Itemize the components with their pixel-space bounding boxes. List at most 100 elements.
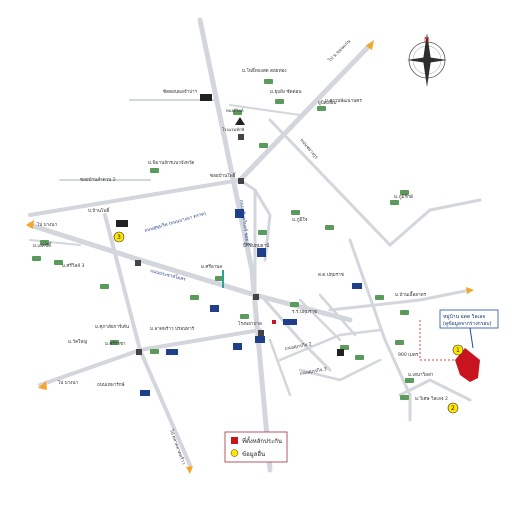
label-left-mid1: ม.พิมานจักรแนวจังหวัด bbox=[148, 159, 194, 166]
traffic-light-icon bbox=[135, 260, 141, 266]
road-grid-6 bbox=[298, 358, 382, 382]
teal-marker bbox=[222, 270, 224, 288]
temple-icon bbox=[235, 117, 245, 125]
poi-house-icon bbox=[150, 349, 159, 354]
poi-house-icon bbox=[405, 378, 414, 383]
legend-marker-swatch bbox=[230, 449, 239, 457]
poi-house-icon bbox=[215, 276, 224, 281]
building-icon bbox=[337, 349, 344, 356]
label-left-bottom-1: ม.ศรีราชา bbox=[105, 340, 126, 347]
road-sukhumvit bbox=[27, 222, 353, 323]
poi-house-icon bbox=[400, 190, 409, 195]
label-bottom-left-2: ไป บางนา bbox=[36, 221, 58, 228]
building-icon bbox=[233, 343, 242, 350]
road-left-upper bbox=[28, 178, 242, 217]
callout-line-2: (ดูข้อมูลจากร่างกรอบ) bbox=[443, 320, 492, 327]
road-grid-4 bbox=[278, 328, 382, 362]
road-top-mid-branch bbox=[229, 104, 301, 116]
poi-house-icon bbox=[259, 143, 268, 148]
road-right-3 bbox=[348, 238, 412, 397]
road-right-1 bbox=[328, 288, 472, 312]
label-hospital: โรงพยาบาล bbox=[238, 320, 262, 327]
label-center-6: ม.ศุภาลัยการ์เด้น bbox=[95, 323, 130, 330]
poi-house-icon bbox=[100, 284, 109, 289]
poi-house-icon bbox=[190, 295, 199, 300]
poi-house-icon bbox=[375, 295, 384, 300]
marker-1-label: 1 bbox=[456, 347, 460, 354]
poi-house-icon bbox=[150, 168, 159, 173]
marker-3-icon bbox=[113, 231, 125, 243]
poi-house-icon bbox=[390, 200, 399, 205]
traffic-light-icon bbox=[238, 134, 244, 140]
label-left-bottom-2: ม.วัดใหญ่ bbox=[68, 338, 87, 345]
poi-house-icon bbox=[325, 225, 334, 230]
map-labels: ไป ม.ขอนแก่น ซัดดอนพลจำปาฯ ทองดีวิลล์ ม.… bbox=[33, 37, 448, 466]
building-icon bbox=[116, 220, 128, 227]
label-top-mid4: ยูบิลเลี่ยม bbox=[318, 99, 337, 106]
label-bottom-right-2: ม.วิเศษ วิลเลจ 2 bbox=[415, 396, 448, 402]
label-bottom-left-1: ไป บางนา bbox=[57, 379, 79, 386]
poi-house-icon bbox=[40, 240, 49, 245]
marker-2-label: 2 bbox=[451, 405, 455, 412]
legend-marker-label: ข้อมูลอื่น bbox=[242, 450, 265, 458]
label-center-road: ถนนศุภรกิจ 2 bbox=[284, 341, 312, 352]
traffic-light-icon bbox=[238, 178, 244, 184]
poi-house-icon bbox=[240, 314, 249, 319]
poi-house-icon bbox=[290, 302, 299, 307]
road-left-short-2 bbox=[29, 239, 81, 246]
building-icon bbox=[166, 349, 178, 355]
poi-house-icon bbox=[317, 106, 326, 111]
poi-house-icon bbox=[32, 256, 41, 261]
poi-house-icon bbox=[340, 345, 349, 350]
legend-box: ที่ตั้งหลักประกัน ข้อมูลอื่น bbox=[224, 431, 288, 463]
traffic-lights bbox=[135, 134, 264, 355]
building-icon bbox=[140, 390, 150, 396]
road-grid-5 bbox=[268, 338, 292, 397]
poi-house-icon bbox=[110, 340, 119, 345]
label-top-right-road: ไป ม.ขอนแก่น bbox=[326, 37, 353, 64]
label-right-1: ม.สงวนพัฒนานคร bbox=[325, 97, 362, 104]
road-right-2 bbox=[388, 198, 482, 247]
traffic-light-icon bbox=[253, 294, 259, 300]
label-left-mid2: ซอยบ้านโพธิ์ bbox=[210, 171, 237, 179]
building-icon bbox=[257, 248, 266, 257]
compass-rose: N bbox=[407, 33, 447, 87]
callout-line-1: หมู่บ้าน อดด วิลเลจ bbox=[443, 313, 485, 320]
label-center-1: บ.บ้านโพธิ์ bbox=[88, 206, 111, 214]
poi-house-icon bbox=[233, 110, 242, 115]
legend-project-swatch bbox=[231, 437, 238, 444]
label-center-4: ม.ศรีลาพล bbox=[201, 263, 222, 270]
road-main-vertical bbox=[197, 17, 273, 473]
building-icon bbox=[235, 209, 244, 218]
label-left-road2: ถนนสุขุมวิท (ถนนบางนา ตราด) bbox=[144, 211, 207, 234]
road-grid-1 bbox=[263, 298, 332, 372]
poi-house-icon bbox=[400, 395, 409, 400]
poi-house-icon bbox=[258, 230, 267, 235]
arrow-ne-icon bbox=[366, 40, 374, 50]
label-center-3: ม.ศรีวิลล์ 3 bbox=[62, 262, 85, 269]
label-bottom-right-1: ม.เสนาวิลล่า bbox=[408, 372, 434, 378]
label-right-2: ม.ภูมิรักษ์ bbox=[394, 193, 413, 200]
arrow-sw-icon bbox=[38, 381, 47, 390]
label-center-road2: ถนนศุภรกิจ 3 bbox=[299, 366, 327, 377]
road-grid-3 bbox=[318, 293, 357, 337]
arrow-s-icon bbox=[186, 466, 193, 474]
label-right-4: ม.บ้านเอื้ออาทร bbox=[395, 291, 427, 298]
building-icon bbox=[210, 305, 219, 312]
label-top-left-1: ซัดดอนพลจำปาฯ bbox=[163, 88, 198, 95]
label-center-5: ม.ลาดพร้าว ปรอปทาร์ bbox=[150, 325, 195, 332]
marker-1-icon bbox=[452, 344, 464, 356]
poi-house-icon bbox=[275, 99, 284, 104]
traffic-light-icon bbox=[136, 349, 142, 355]
road-mid-horizontal bbox=[238, 178, 272, 262]
label-left-road1: ซอยบ้านลำดวน 2 bbox=[80, 177, 116, 183]
arrow-w-icon bbox=[26, 220, 34, 229]
label-center-shop: บิ๊กซีปทุมธานี bbox=[243, 242, 270, 249]
label-top-mid2: ม.ยุบยัง ซัดดอน bbox=[270, 88, 302, 95]
road-grid-2 bbox=[298, 298, 342, 342]
poi-house-icon bbox=[54, 260, 63, 265]
numbered-markers: 1 2 3 bbox=[113, 231, 464, 414]
marker-3-label: 3 bbox=[117, 234, 121, 241]
traffic-light-icon bbox=[258, 330, 264, 336]
